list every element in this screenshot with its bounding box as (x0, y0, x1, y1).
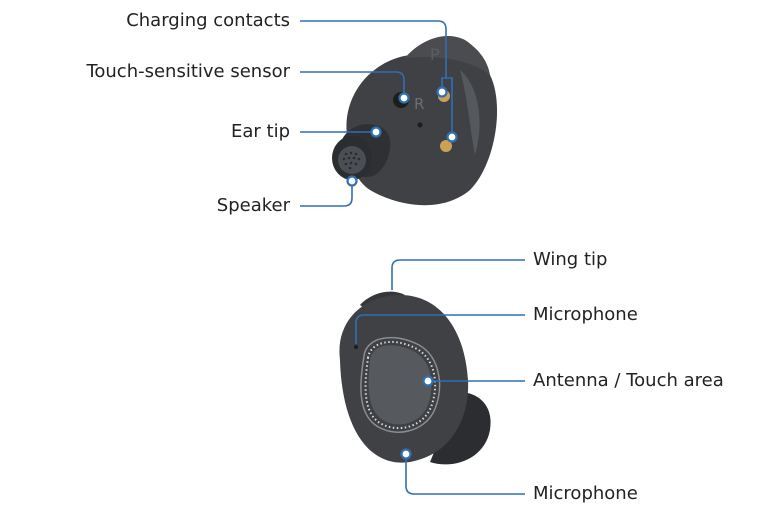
leader-lines (300, 20, 525, 495)
earbud-inner-dot (417, 122, 423, 128)
leader-microphone-top (355, 314, 525, 344)
side-marking-r: R (414, 95, 424, 113)
microphone-top-hole (354, 345, 358, 349)
leader-speaker (300, 182, 353, 207)
marker-microphone-bottom (400, 448, 412, 460)
leader-wing-tip (391, 259, 525, 290)
marker-speaker (346, 175, 358, 187)
label-microphone-top: Microphone (533, 304, 638, 325)
marker-charging-contact-1 (436, 86, 448, 98)
leader-microphone-bottom (405, 456, 525, 495)
marker-charging-contact-2 (446, 131, 458, 143)
label-wing-tip: Wing tip (533, 249, 608, 270)
earbud-inner-highlight (460, 70, 480, 155)
speaker-mesh (338, 146, 366, 174)
label-speaker: Speaker (216, 195, 290, 216)
marker-antenna (422, 375, 434, 387)
charging-contact-2 (440, 140, 452, 152)
callout-markers (346, 86, 458, 460)
antenna-outline (364, 341, 437, 430)
earbud-outer-view (339, 291, 491, 465)
speaker-mesh-dots (342, 151, 361, 170)
earbud-inner-wing (405, 36, 490, 75)
antenna-ring (360, 336, 441, 433)
label-antenna-touch-area: Antenna / Touch area (533, 370, 724, 391)
marker-touch-sensor (398, 92, 410, 104)
label-charging-contacts: Charging contacts (126, 10, 290, 31)
touch-area-pad (368, 345, 432, 425)
p-marking: P (430, 45, 440, 64)
label-microphone-bottom: Microphone (533, 483, 638, 504)
label-ear-tip: Ear tip (230, 121, 290, 142)
marker-ear-tip (370, 126, 382, 138)
leader-touch-sensor (300, 71, 405, 96)
leader-charging-contacts (300, 20, 453, 140)
label-touch-sensitive-sensor: Touch-sensitive sensor (86, 61, 290, 82)
